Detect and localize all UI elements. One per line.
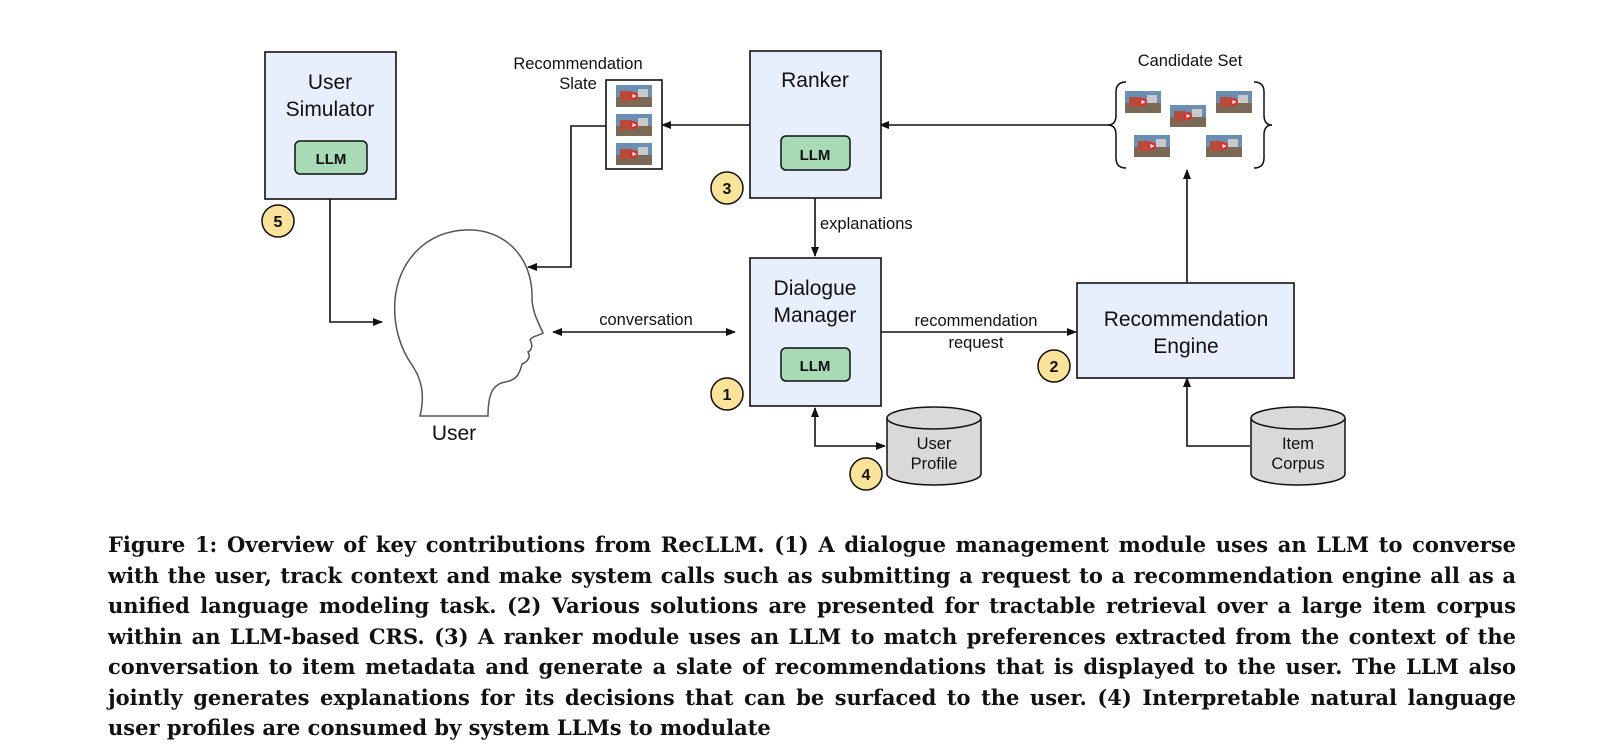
edge-slate-to-user (527, 125, 606, 271)
badge-3-label: 3 (723, 181, 732, 198)
badge-4-label: 4 (862, 467, 871, 484)
user-simulator-llm-chip (294, 140, 368, 175)
recommendation-engine-title-line2: Engine (1153, 335, 1218, 358)
candidate-set (1107, 81, 1273, 169)
ranker-node: Ranker LLM (749, 50, 882, 199)
user-head-icon (393, 229, 544, 417)
slate-thumbnail-1 (616, 85, 652, 107)
user-simulator-llm-label: LLM (316, 151, 347, 168)
slate-thumbnail-2 (616, 114, 652, 136)
dialogue-manager-title-line2: Manager (774, 304, 857, 327)
edge-simulator-to-user (329, 198, 383, 326)
user-profile-label-line2: Profile (911, 455, 958, 473)
dialogue-manager-node: Dialogue Manager LLM (749, 257, 882, 407)
badge-3: 3 (710, 171, 744, 205)
recommendation-slate (605, 79, 663, 170)
edge-dialogue-profile (811, 407, 886, 450)
user-profile-database-icon: User Profile (886, 406, 982, 486)
dialogue-manager-llm-chip (780, 347, 851, 382)
dialogue-manager-title-line1: Dialogue (774, 277, 857, 300)
badge-2-label: 2 (1050, 359, 1059, 376)
recommendation-engine-node: Recommendation Engine (1076, 282, 1295, 379)
user-label: User (432, 422, 476, 445)
user-simulator-title-line2: Simulator (286, 98, 375, 121)
badge-1-label: 1 (723, 387, 732, 404)
candidate-thumbnail-1 (1125, 91, 1161, 113)
edge-corpus-to-engine (1183, 377, 1250, 447)
ranker-llm-label: LLM (800, 147, 831, 164)
badge-5-label: 5 (274, 214, 283, 231)
badge-1: 1 (710, 377, 744, 411)
user-simulator-node: User Simulator LLM (264, 51, 397, 200)
conversation-label: conversation (599, 311, 693, 329)
candidate-thumbnail-5 (1206, 135, 1242, 157)
slate-label-line1: Recommendation (513, 55, 642, 73)
item-corpus-label-line1: Item (1282, 435, 1314, 453)
item-corpus-database-icon: Item Corpus (1250, 406, 1346, 486)
slate-thumbnail-3 (616, 143, 652, 165)
ranker-llm-chip (780, 135, 851, 171)
rec-request-label-line2: request (948, 334, 1003, 352)
badge-5: 5 (261, 204, 295, 238)
architecture-diagram: explanations conversation recommendation… (261, 50, 1346, 491)
rec-request-label-line1: recommendation (915, 312, 1038, 330)
user-simulator-title-line1: User (308, 71, 352, 94)
candidate-set-label: Candidate Set (1138, 52, 1243, 70)
candidate-thumbnail-4 (1134, 135, 1170, 157)
item-corpus-label-line2: Corpus (1271, 455, 1324, 473)
dialogue-manager-llm-label: LLM (800, 358, 831, 375)
explanations-label: explanations (820, 215, 913, 233)
user-profile-label-line1: User (917, 435, 952, 453)
badge-2: 2 (1037, 349, 1071, 383)
ranker-title: Ranker (781, 69, 849, 92)
edges (329, 121, 1250, 450)
figure-caption: Figure 1: Overview of key contributions … (108, 532, 1516, 740)
badge-4: 4 (849, 457, 883, 491)
candidate-thumbnail-3 (1216, 91, 1252, 113)
recommendation-engine-title-line1: Recommendation (1104, 308, 1269, 331)
candidate-thumbnail-2 (1170, 105, 1206, 127)
slate-label-line2: Slate (559, 75, 597, 93)
